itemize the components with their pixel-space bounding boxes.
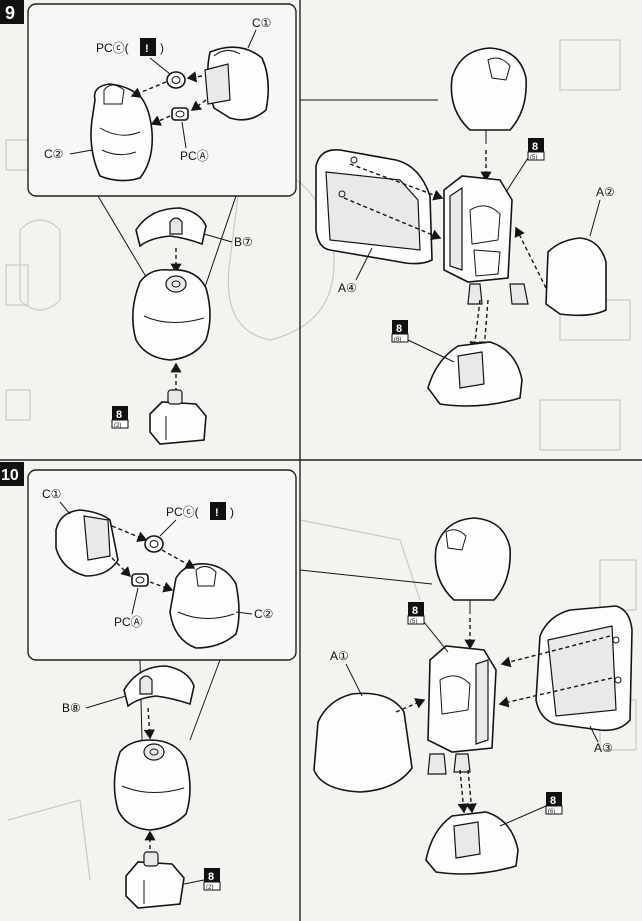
label-pc-c: PCⓒ( <box>166 505 199 519</box>
label-pc-c-close: ) <box>230 505 234 519</box>
step-9-badge-5: 8 (5) <box>505 138 545 193</box>
step-10-badge-6: 8 (6) <box>499 792 563 827</box>
svg-text:(5): (5) <box>410 619 417 625</box>
step-9-right-assembly <box>315 47 607 407</box>
label-b7: B⑦ <box>234 235 253 249</box>
step-9-number-box <box>0 0 24 24</box>
part-head-assembled <box>113 739 191 831</box>
svg-text:8: 8 <box>532 141 538 153</box>
step-9-badge-6: 8 (6) <box>391 320 455 363</box>
svg-text:(6): (6) <box>548 809 555 815</box>
warning-icon <box>210 502 226 520</box>
step-9: 9 C① PCⓒ( ! ) <box>0 0 615 445</box>
part-base-connector <box>149 401 207 445</box>
svg-text:8: 8 <box>208 871 214 883</box>
part-pc-a <box>131 573 149 587</box>
warning-mark: ! <box>145 43 149 55</box>
part-c2 <box>90 83 154 182</box>
part-b8-cap <box>123 665 195 708</box>
part-pc-c <box>144 535 164 553</box>
label-a3: A③ <box>594 741 613 755</box>
label-pc-c: PCⓒ( <box>96 41 129 55</box>
step-10-left-assembly <box>113 665 195 909</box>
label-pc-a: PCⒶ <box>180 149 209 163</box>
svg-text:8: 8 <box>116 409 122 421</box>
label-c2: C② <box>254 607 273 621</box>
step-10-right-assembly <box>313 517 633 875</box>
label-c1: C① <box>252 16 271 30</box>
label-b8: B⑧ <box>62 701 81 715</box>
step-10-base-badge: 8 (2) <box>183 868 221 891</box>
step-9-number: 9 <box>5 3 15 23</box>
step-10-badge-5: 8 (5) <box>407 602 449 653</box>
svg-text:(6): (6) <box>394 337 401 343</box>
label-a1: A① <box>330 649 349 663</box>
warning-icon <box>140 38 156 56</box>
label-c2: C② <box>44 147 63 161</box>
part-a1-panel <box>313 692 413 793</box>
label-a4: A④ <box>338 281 357 295</box>
step-9-inset-parts <box>90 46 270 182</box>
svg-text:(5): (5) <box>530 155 537 161</box>
part-base-connector <box>125 861 185 909</box>
label-c1: C① <box>42 487 61 501</box>
warning-mark: ! <box>215 507 219 519</box>
step-10-inset-parts <box>55 509 240 649</box>
label-a2: A② <box>596 185 615 199</box>
step-10-number: 10 <box>1 467 19 484</box>
part-head-assembled <box>132 268 211 361</box>
label-pc-a: PCⒶ <box>114 615 143 629</box>
part-head-dome-top <box>434 517 511 601</box>
part-pc-a <box>171 107 189 121</box>
step-10: 10 C① PCⓒ( ! ) C② PCⒶ <box>0 462 633 909</box>
svg-text:8: 8 <box>412 605 418 617</box>
part-pc-c <box>166 71 186 89</box>
part-a2-panel <box>545 237 607 317</box>
step-9-base-badge: 8 (2) <box>111 406 129 429</box>
step-10-number-box <box>0 462 24 486</box>
step-9-left-assembly <box>132 207 211 445</box>
svg-text:8: 8 <box>550 795 556 807</box>
part-c2 <box>169 562 240 649</box>
svg-text:8: 8 <box>396 323 402 335</box>
svg-text:(2): (2) <box>114 423 121 429</box>
label-pc-c-close: ) <box>160 41 164 55</box>
part-head-dome-top <box>450 47 527 131</box>
svg-text:(2): (2) <box>206 885 213 891</box>
